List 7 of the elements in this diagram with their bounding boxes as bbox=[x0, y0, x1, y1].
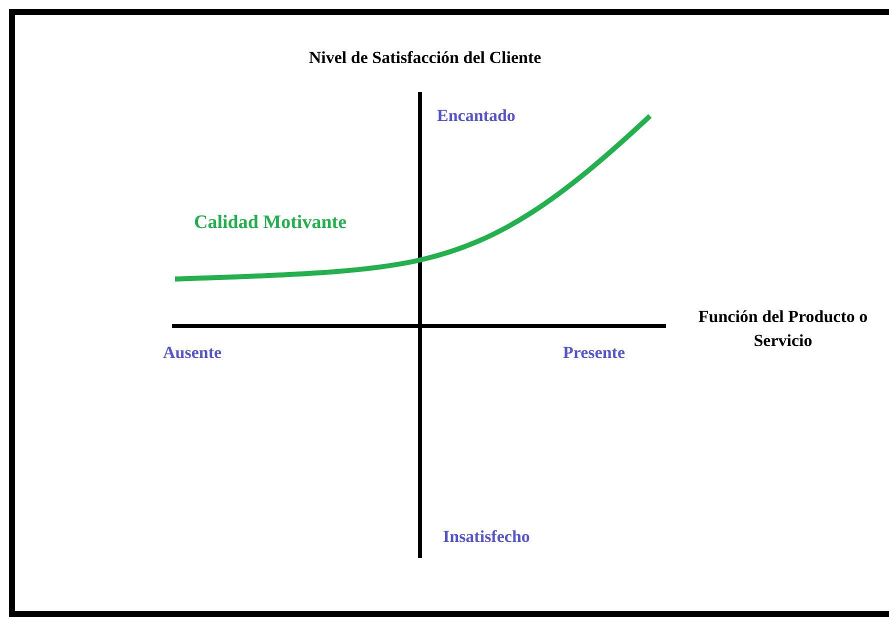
axis-label: Ausente bbox=[163, 343, 222, 363]
chart-title: Nivel de Satisfacción del Cliente bbox=[308, 48, 542, 68]
axis-label: Insatisfecho bbox=[443, 527, 530, 547]
axis-label: Encantado bbox=[437, 106, 516, 126]
axis-label: Presente bbox=[563, 343, 625, 363]
curve-label: Calidad Motivante bbox=[194, 213, 347, 233]
axis-title: Función del Producto o Servicio bbox=[697, 306, 869, 352]
